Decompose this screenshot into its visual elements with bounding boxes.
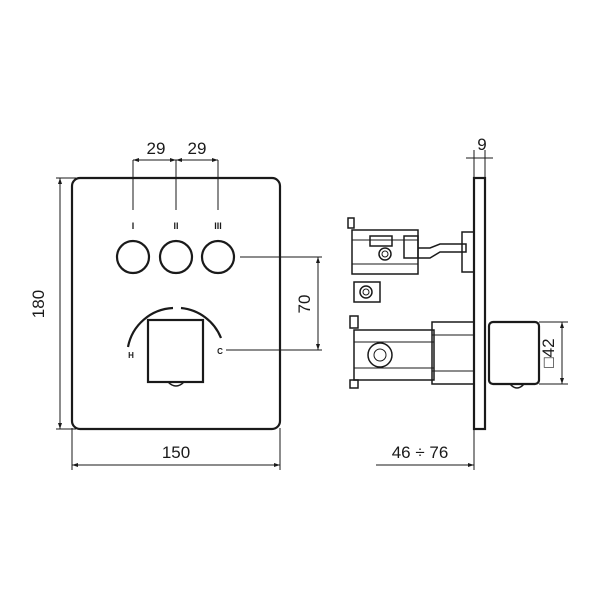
cover-plate xyxy=(70,176,282,431)
cold-label: C xyxy=(217,347,223,356)
side-cover-plate xyxy=(472,176,487,431)
depth-label: 46 ÷ 76 xyxy=(392,443,449,462)
plate-thickness-label: 9 xyxy=(477,135,486,154)
push-button-2 xyxy=(158,239,194,275)
spacing-label-2: 29 xyxy=(188,139,207,158)
button-spacing-dimension: 29 29 xyxy=(132,139,219,210)
button-label-2: II xyxy=(173,221,178,231)
push-button-3 xyxy=(200,239,236,275)
height-dimension: 180 xyxy=(29,177,76,430)
handle-offset-label: 70 xyxy=(295,295,314,314)
push-button-1 xyxy=(115,239,151,275)
depth-dimension: 46 ÷ 76 xyxy=(376,426,475,470)
button-label-3: III xyxy=(214,221,222,231)
width-label: 150 xyxy=(162,443,190,462)
spacing-label-1: 29 xyxy=(147,139,166,158)
height-label: 180 xyxy=(29,290,48,318)
side-view: 9 xyxy=(347,135,568,470)
side-handle xyxy=(487,320,541,389)
hot-label: H xyxy=(128,351,134,360)
button-label-1: I xyxy=(132,221,135,231)
width-dimension: 150 xyxy=(71,428,281,470)
temperature-knob: H C xyxy=(126,306,223,387)
diverter-body xyxy=(347,217,475,303)
plate-thickness-dimension: 9 xyxy=(466,135,493,180)
mixer-body xyxy=(349,315,475,389)
handle-offset-dimension: 70 xyxy=(226,256,322,351)
front-view: 29 29 I II III H C 70 xyxy=(29,139,322,470)
handle-size-label: □42 xyxy=(539,338,558,367)
handle-size-dimension: □42 xyxy=(539,321,568,385)
